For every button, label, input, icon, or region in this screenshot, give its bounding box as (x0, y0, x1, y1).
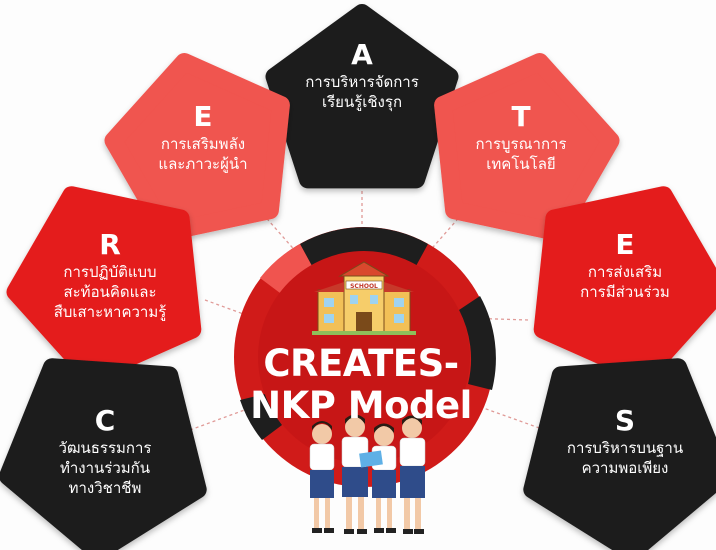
node-a-line1: การบริหารจัดการ (305, 73, 419, 91)
node-c-label: C วัฒนธรรมการ ทำงานร่วมกัน ทางวิชาชีพ (20, 404, 190, 498)
center-inner-disc (258, 251, 470, 463)
school-sign: SCHOOL (350, 283, 378, 290)
node-r-label: R การปฏิบัติแบบ สะท้อนคิดและ สืบเสาะหาคว… (25, 228, 195, 322)
students-group-icon (309, 414, 426, 534)
pentagon-c (0, 358, 207, 550)
node-c-line1: วัฒนธรรมการ (58, 439, 152, 457)
node-t-line2: เทคโนโลยี (486, 155, 556, 173)
connector-e2 (464, 317, 529, 321)
center-hub (234, 227, 496, 487)
connector-c (189, 407, 251, 431)
pentagon-r (6, 186, 202, 384)
connector-s (474, 404, 546, 431)
node-e2-label: E การส่งเสริม การมีส่วนร่วม (540, 228, 710, 302)
node-t-label: T การบูรณาการ เทคโนโลยี (436, 100, 606, 174)
school-building-icon: SCHOOL (312, 261, 416, 335)
node-e2-line1: การส่งเสริม (587, 263, 663, 281)
node-r-letter: R (99, 228, 121, 261)
node-e1-line2: และภาวะผู้นำ (158, 155, 248, 173)
node-t-line1: การบูรณาการ (475, 135, 567, 153)
node-e2-line2: การมีส่วนร่วม (580, 283, 670, 301)
node-s-line1: การบริหารบนฐาน (566, 439, 684, 457)
node-s-letter: S (614, 404, 636, 437)
node-e1-line1: การเสริมพลัง (160, 135, 246, 153)
node-t-letter: T (511, 100, 531, 133)
node-s-line2: ความพอเพียง (581, 459, 669, 477)
node-s-label: S การบริหารบนฐาน ความพอเพียง (540, 404, 710, 478)
node-r-line2: สะท้อนคิดและ (63, 283, 157, 301)
node-r-line3: สืบเสาะหาความรู้ (53, 303, 167, 321)
center-ring-dark-segment-right (459, 296, 496, 390)
node-e1-letter: E (193, 100, 213, 133)
node-e1-label: E การเสริมพลัง และภาวะผู้นำ (118, 100, 288, 174)
model-title-line2: NKP Model (250, 384, 472, 427)
pentagon-a (265, 4, 459, 189)
pentagon-e2 (533, 186, 716, 384)
node-c-letter: C (94, 404, 116, 437)
center-ring-salmon-segment (260, 244, 312, 293)
node-r-line1: การปฏิบัติแบบ (63, 263, 157, 281)
pentagon-e1 (104, 53, 290, 242)
node-a-line2: เรียนรู้เชิงรุก (321, 93, 403, 111)
pentagon-s (523, 358, 716, 550)
node-a-label: A การบริหารจัดการ เรียนรู้เชิงรุก (277, 38, 447, 112)
node-c-line2: ทำงานร่วมกัน (59, 459, 150, 477)
node-c-line3: ทางวิชาชีพ (68, 479, 142, 497)
node-a-letter: A (351, 38, 373, 71)
model-title-line1: CREATES- (263, 342, 459, 385)
node-e2-letter: E (615, 228, 635, 261)
pentagon-t (434, 53, 620, 242)
center-ring-dark-segment-left (240, 394, 282, 440)
